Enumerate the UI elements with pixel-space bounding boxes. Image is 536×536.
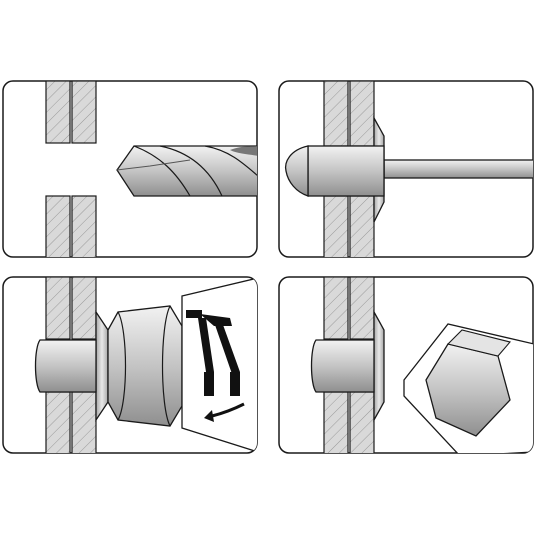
wall-upper: [45, 81, 97, 144]
installed-rivet-nut: [310, 309, 385, 423]
mandrel: [383, 159, 533, 179]
wall-lower: [45, 195, 97, 257]
hex-nut: [107, 305, 183, 427]
drill-bit-icon: [116, 145, 257, 197]
rivet-nut-icon: [284, 115, 533, 223]
wall-upper: [45, 277, 97, 340]
step-4-panel: [278, 276, 534, 454]
rotate-arrow-icon: [204, 402, 245, 422]
step-2-panel: [278, 80, 534, 258]
rivet-tool-panel: [181, 277, 257, 453]
wall-upper: [323, 81, 375, 147]
mandrel-head: [284, 145, 309, 197]
step-3-panel: [2, 276, 258, 454]
rivet-body: [307, 145, 385, 197]
wrench-socket-icon: [403, 323, 533, 453]
step-1-panel: [2, 80, 258, 258]
wall-upper: [323, 277, 375, 340]
wall-lower: [45, 391, 97, 453]
set-rivet-nut: [34, 305, 183, 427]
rivet-tool-icon: [186, 310, 240, 396]
